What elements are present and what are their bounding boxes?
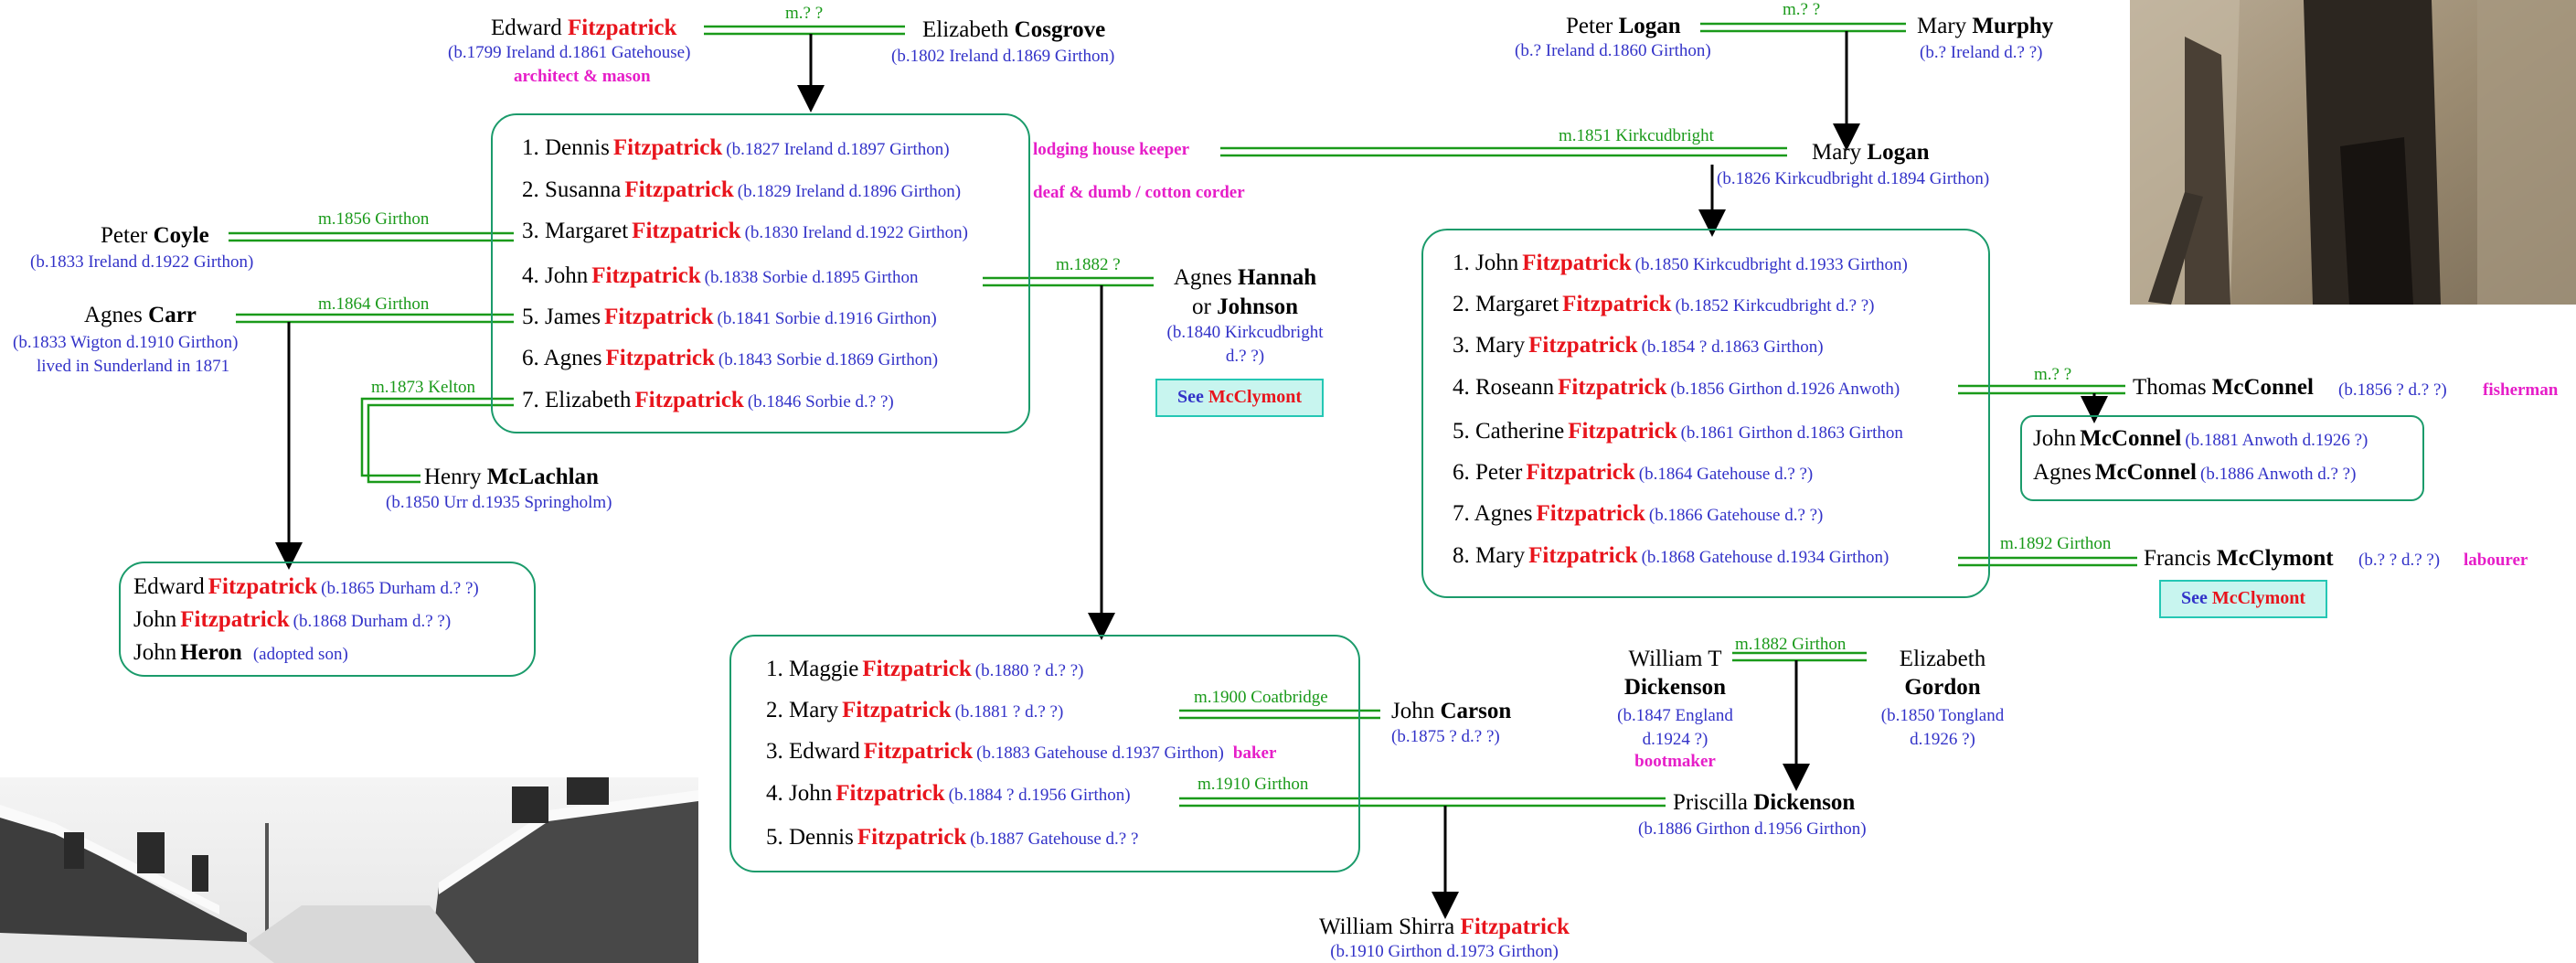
person-info: d.1926 ?) xyxy=(1910,730,1975,749)
photo-top-right xyxy=(2130,0,2576,305)
occupation-label: labourer xyxy=(2464,551,2528,570)
marriage-label: m.1851 Kirkcudbright xyxy=(1559,126,1714,145)
person-priscilla-dickenson: Priscilla Dickenson xyxy=(1673,790,1856,815)
person-info: (b.1886 Girthon d.1956 Girthon) xyxy=(1638,819,1867,839)
occupation-label: bootmaker xyxy=(1634,752,1716,771)
person-peter-logan: Peter Logan xyxy=(1566,14,1681,38)
person-agnes-hannah: Agnes Hannah xyxy=(1173,265,1317,290)
list-item: John Fitzpatrick (b.1868 Durham d.? ?) xyxy=(133,607,452,632)
family-box-edward-children: 1. Dennis Fitzpatrick (b.1827 Ireland d.… xyxy=(491,113,1030,433)
family-box-john-children: 1. Maggie Fitzpatrick (b.1880 ? d.? ?) 2… xyxy=(729,635,1360,872)
person-info: (b.1856 ? d.? ?) xyxy=(2338,380,2447,400)
list-item: 4. Roseann Fitzpatrick (b.1856 Girthon d… xyxy=(1453,375,1900,400)
list-item: 1. John Fitzpatrick (b.1850 Kirkcudbrigh… xyxy=(1453,251,1908,275)
person-peter-coyle: Peter Coyle xyxy=(101,223,209,248)
person-alt-surname: or Johnson xyxy=(1191,294,1299,319)
occupation-label: architect & mason xyxy=(514,67,651,86)
marriage-label: m.? ? xyxy=(785,4,824,23)
family-box-james-children: Edward Fitzpatrick (b.1865 Durham d.? ?)… xyxy=(119,562,536,677)
person-william-t-dickenson: William T xyxy=(1628,647,1722,671)
person-mary-logan: Mary Logan xyxy=(1812,140,1930,165)
marriage-label: m.1856 Girthon xyxy=(318,209,430,229)
list-item: 4. John Fitzpatrick (b.1838 Sorbie d.189… xyxy=(522,263,919,288)
family-box-dennis-children: 1. John Fitzpatrick (b.1850 Kirkcudbrigh… xyxy=(1421,229,1990,598)
list-item: 5. James Fitzpatrick (b.1841 Sorbie d.19… xyxy=(522,305,937,329)
occupation-label: lodging house keeper xyxy=(1033,140,1190,159)
list-item: 7. Elizabeth Fitzpatrick (b.1846 Sorbie … xyxy=(522,388,894,412)
marriage-label: m.1873 Kelton xyxy=(371,378,475,397)
list-item: 3. Margaret Fitzpatrick (b.1830 Ireland … xyxy=(522,219,968,243)
list-item: Agnes McConnel (b.1886 Anwoth d.? ?) xyxy=(2033,460,2357,485)
person-info: (b.1799 Ireland d.1861 Gatehouse) xyxy=(448,43,691,62)
person-mary-murphy: Mary Murphy xyxy=(1917,14,2054,38)
list-item: 7. Agnes Fitzpatrick (b.1866 Gatehouse d… xyxy=(1453,501,1824,526)
list-item: 3. Edward Fitzpatrick (b.1883 Gatehouse … xyxy=(766,739,1277,764)
list-item: 5. Dennis Fitzpatrick (b.1887 Gatehouse … xyxy=(766,825,1139,850)
list-item: John Heron (adopted son) xyxy=(133,640,348,665)
marriage-label: m.1892 Girthon xyxy=(2000,534,2112,553)
marriage-label: m.1882 Girthon xyxy=(1735,635,1847,654)
person-info: d.? ?) xyxy=(1225,347,1265,366)
person-info: (b.? Ireland d.? ?) xyxy=(1920,43,2043,62)
marriage-label: m.? ? xyxy=(1783,0,1821,19)
marriage-label: m.1882 ? xyxy=(1056,255,1121,274)
occupation-label: fisherman xyxy=(2483,380,2559,400)
person-info: (b.1910 Girthon d.1973 Girthon) xyxy=(1330,942,1559,961)
person-edward-fitzpatrick: Edward Fitzpatrick xyxy=(491,16,677,40)
marriage-label: m.1910 Girthon xyxy=(1198,775,1309,794)
list-item: 1. Maggie Fitzpatrick (b.1880 ? d.? ?) xyxy=(766,657,1084,681)
see-mcclymont-link[interactable]: See McClymont xyxy=(2159,580,2327,618)
list-item: 2. Susanna Fitzpatrick (b.1829 Ireland d… xyxy=(522,177,962,202)
list-item: 5. Catherine Fitzpatrick (b.1861 Girthon… xyxy=(1453,419,1903,444)
person-thomas-mcconnel: Thomas McConnel xyxy=(2133,375,2314,400)
see-mcclymont-link[interactable]: See McClymont xyxy=(1155,379,1324,417)
person-info: (b.1847 England xyxy=(1617,706,1733,725)
occupation-label: baker xyxy=(1232,744,1277,763)
person-info: (b.1875 ? d.? ?) xyxy=(1391,727,1500,746)
list-item: 6. Agnes Fitzpatrick (b.1843 Sorbie d.18… xyxy=(522,346,939,370)
list-item: 6. Peter Fitzpatrick (b.1864 Gatehouse d… xyxy=(1453,460,1814,485)
person-agnes-carr: Agnes Carr xyxy=(84,303,197,327)
person-surname: Dickenson xyxy=(1623,675,1727,700)
marriage-label: m.? ? xyxy=(2034,365,2072,384)
person-surname: Gordon xyxy=(1904,675,1981,700)
list-item: 2. Mary Fitzpatrick (b.1881 ? d.? ?) xyxy=(766,698,1064,722)
person-info: (b.1802 Ireland d.1869 Girthon) xyxy=(891,47,1115,66)
list-item: 3. Mary Fitzpatrick (b.1854 ? d.1863 Gir… xyxy=(1453,333,1824,358)
list-item: 4. John Fitzpatrick (b.1884 ? d.1956 Gir… xyxy=(766,781,1131,806)
person-note: lived in Sunderland in 1871 xyxy=(37,357,230,376)
marriage-label: m.1864 Girthon xyxy=(318,294,430,314)
person-henry-mclachlan: Henry McLachlan xyxy=(424,465,599,489)
person-william-shirra-fitzpatrick: William Shirra Fitzpatrick xyxy=(1319,915,1570,939)
person-info: (b.1840 Kirkcudbright xyxy=(1166,323,1324,342)
family-box-roseann-children: John McConnel (b.1881 Anwoth d.1926 ?) A… xyxy=(2020,415,2424,501)
person-elizabeth-cosgrove: Elizabeth Cosgrove xyxy=(922,17,1106,42)
list-item: 2. Margaret Fitzpatrick (b.1852 Kirkcudb… xyxy=(1453,292,1875,316)
person-john-carson: John Carson xyxy=(1391,699,1512,723)
list-item: 8. Mary Fitzpatrick (b.1868 Gatehouse d.… xyxy=(1453,543,1889,568)
person-info: (b.1833 Ireland d.1922 Girthon) xyxy=(30,252,254,272)
list-item: Edward Fitzpatrick (b.1865 Durham d.? ?) xyxy=(133,574,479,599)
person-elizabeth-gordon: Elizabeth xyxy=(1899,647,1986,671)
person-info: (b.? ? d.? ?) xyxy=(2358,551,2441,570)
marriage-label: m.1900 Coatbridge xyxy=(1194,688,1328,707)
person-francis-mcclymont: Francis McClymont xyxy=(2144,546,2334,571)
photo-bottom-left xyxy=(0,777,698,963)
person-info: (b.1850 Urr d.1935 Springholm) xyxy=(386,493,612,512)
list-item: John McConnel (b.1881 Anwoth d.1926 ?) xyxy=(2033,426,2368,451)
person-info: d.1924 ?) xyxy=(1642,730,1708,749)
person-info: (b.1826 Kirkcudbright d.1894 Girthon) xyxy=(1717,169,1990,188)
person-info: (b.1850 Tongland xyxy=(1880,706,2005,725)
person-info: (b.1833 Wigton d.1910 Girthon) xyxy=(13,333,239,352)
occupation-label: deaf & dumb / cotton corder xyxy=(1033,183,1245,202)
list-item: 1. Dennis Fitzpatrick (b.1827 Ireland d.… xyxy=(522,135,950,160)
person-info: (b.? Ireland d.1860 Girthon) xyxy=(1515,41,1711,60)
